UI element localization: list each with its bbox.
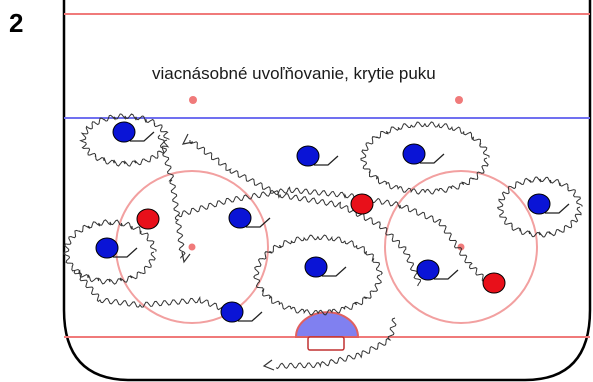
attacker-player-3-stick <box>420 153 445 164</box>
attacker-player-8 <box>220 301 244 323</box>
defender-player-2 <box>350 193 374 215</box>
attacker-player-2-stick <box>314 155 339 166</box>
attacker-player-9-stick <box>545 203 570 214</box>
rink-boards <box>62 0 592 382</box>
attacker-player-2 <box>296 145 320 167</box>
skate-path-right-loop <box>497 176 583 238</box>
faceoff-dot-right <box>457 243 465 251</box>
arrow-head-1 <box>181 251 191 264</box>
skate-path-top-left-loop <box>79 113 170 167</box>
neutral-faceoff-dot-right <box>455 96 463 104</box>
skate-path-left-rush <box>157 134 186 259</box>
defender-player-3 <box>482 272 506 294</box>
faceoff-circle-right <box>384 170 538 324</box>
attacker-player-5-stick <box>113 247 138 258</box>
attacker-player-4 <box>228 207 252 229</box>
defender-player-1 <box>136 208 160 230</box>
skate-path-left-lower-loop <box>63 219 157 285</box>
attacker-player-7-stick <box>434 269 459 280</box>
attacker-player-1-stick <box>130 131 155 142</box>
attacker-player-9 <box>527 193 551 215</box>
skate-path-diagonal <box>189 139 422 287</box>
attacker-player-4-stick <box>246 217 271 228</box>
attacker-player-8-stick <box>238 311 263 322</box>
attacker-player-3 <box>402 143 426 165</box>
skate-path-middle-loop <box>177 186 491 287</box>
attacker-player-5 <box>95 237 119 259</box>
attacker-player-7 <box>416 259 440 281</box>
goal-crease <box>294 311 360 338</box>
neutral-faceoff-dot-left <box>189 96 197 104</box>
skate-path-behind-net <box>275 317 397 370</box>
skate-path-top-right-loop <box>360 121 490 195</box>
goal-net <box>307 336 345 351</box>
arrow-head-2 <box>181 133 194 145</box>
attacker-player-6-stick <box>322 266 347 277</box>
attacker-player-1 <box>112 121 136 143</box>
drill-caption: viacnásobné uvoľňovanie, krytie puku <box>152 64 436 83</box>
faceoff-dot-left <box>188 243 196 251</box>
arrow-head-3 <box>262 359 275 371</box>
attacker-player-6 <box>304 256 328 278</box>
skate-path-center-lower-loop <box>253 234 383 316</box>
skate-path-lower-left <box>73 269 233 314</box>
drill-number: 2 <box>9 8 24 38</box>
